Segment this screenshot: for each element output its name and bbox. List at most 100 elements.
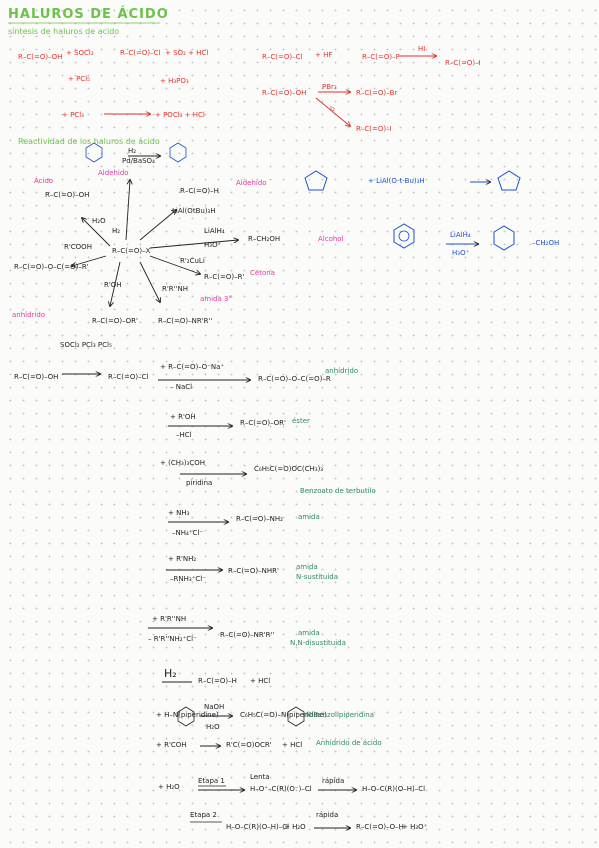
cyclo-reagent: + LiAl(O-t-Bu)₃H	[368, 177, 425, 185]
rxn2-below: piridina	[186, 479, 213, 487]
h2-reagent: H₂	[128, 147, 137, 155]
rxn8-extra: + HCl	[282, 741, 303, 749]
cuprate-reagent: R'₂CuLi	[180, 257, 205, 265]
synth-pocl3: + POCl₃ + HCl	[155, 111, 205, 119]
rxn8-label: Anhídrido de ácido	[316, 739, 382, 747]
rxn3-label: amida	[298, 513, 320, 521]
rxn2-product: C₆H₅C(=O)OC(CH₃)₃	[254, 465, 324, 473]
synth-byproduct: + SO₂ + HCl	[165, 49, 209, 57]
synth-start: R–C(=O)–OH	[18, 53, 63, 61]
rxn4-below: –RNH₃⁺Cl⁻	[170, 575, 206, 583]
roh-reagent: R'OH	[104, 281, 122, 289]
rxn7-below: H₂O	[206, 723, 220, 731]
rxn2-label: Benzoato de terbutilo	[300, 487, 376, 495]
hi-product: R–C(=O)–I	[445, 59, 481, 67]
synth-product: R–C(=O)–Cl	[120, 49, 161, 57]
benz-h3o: H₃O⁺	[452, 249, 470, 257]
mech-step1: Etapa 1	[198, 777, 225, 785]
aldehyde-formula: R–C(=O)–H	[180, 187, 219, 195]
acid-formula: R–C(=O)–OH	[45, 191, 90, 199]
ketone-label: Cetona	[250, 269, 275, 277]
lialh4-reagent: LiAlH₄	[204, 227, 225, 235]
mech-rapida: rápida	[322, 777, 345, 785]
section-subtitle: síntesis de haluros de acido	[8, 27, 120, 36]
rxn7-reagent: + H–N(piperidine)	[156, 711, 219, 719]
rxn1-product: R–C(=O)–OR'	[240, 419, 286, 427]
rxn0-mid: R–C(=O)–Cl	[108, 373, 149, 381]
amide3-formula: R–C(=O)–NR'R''	[158, 317, 213, 325]
rxn3-reagent: + NH₃	[168, 509, 190, 517]
pbr-reagent: PBr₃	[322, 83, 337, 91]
h3o-reagent: H₃O⁺	[204, 241, 222, 249]
mech-product1: H–O–C(R)(O–H)–Cl	[362, 785, 426, 793]
alcohol-formula: R–CH₂OH	[248, 235, 281, 243]
rxn0-reagent-top: SOCl₂ PCl₃ PCl₅	[60, 341, 112, 349]
rxn0-label: anhídrido	[325, 367, 359, 375]
rxn6-reagent: H₂	[164, 667, 177, 680]
mech-final: R–C(=O)–O–H	[356, 823, 404, 831]
rxn4-label2: N-sustituida	[296, 573, 339, 581]
rxn1-label: éster	[292, 417, 310, 425]
rxn1-reagent: + R'OH	[170, 413, 196, 421]
synth-h3po3: + H₃PO₃	[160, 77, 189, 85]
rxn3-below: –NH₄⁺Cl⁻	[172, 529, 204, 537]
mech-step2: Etapa 2	[190, 811, 217, 819]
aldehyde-top-label: Aldehido	[98, 169, 129, 177]
hf-arrow-label: HI	[418, 45, 426, 53]
i2-product: R–C(=O)–I	[356, 125, 392, 133]
pd-reagent: Pd/BaSO₄	[122, 157, 155, 165]
hf-start: R–C(=O)–Cl	[262, 53, 303, 61]
mech-intermediate: H–O⁺–C(R)(O⁻)–Cl	[250, 785, 312, 793]
mech-lenta: Lenta	[250, 773, 270, 781]
rxn0-start: R–C(=O)–OH	[14, 373, 59, 381]
rxn0-reagent: + R–C(=O)–O⁻Na⁺	[160, 363, 225, 371]
benz-product: –CH₂OH	[532, 239, 560, 247]
rxn2-reagent: + (CH₃)₃COH	[160, 459, 205, 467]
synth-pcl5: + PCl₅	[68, 75, 90, 83]
anhydride-formula: R–C(=O)–O–C(=O)–R'	[14, 263, 89, 271]
mech-water: + H₂O	[284, 823, 306, 831]
synth-pcl3: + PCl₃	[62, 111, 84, 119]
mech-hydronium: + H₃O⁺	[402, 823, 428, 831]
mech-start2: H–O–C(R)(O–H)–Cl	[226, 823, 290, 831]
pbr-start: R–C(=O)–OH	[262, 89, 307, 97]
mech-rapida2: rápida	[316, 811, 339, 819]
rxn3-product: R–C(=O)–NH₂	[236, 515, 283, 523]
rxn0-below: – NaCl	[170, 383, 193, 391]
rxn8-product: R'C(=O)OCR'	[226, 741, 272, 749]
rxn5-product: R–C(=O)–NR'R''	[220, 631, 275, 639]
rxn8-reagent: + R'COH	[156, 741, 187, 749]
hf-product: R–C(=O)–F	[362, 53, 400, 61]
reactivity-heading: Reactividad de los haluros de ácido	[18, 137, 160, 146]
rcooh-reagent: R'COOH	[64, 243, 92, 251]
mech-reagent: + H₂O	[158, 783, 180, 791]
rxn5-reagent: + R'R''NH	[152, 615, 187, 623]
synth-socl2: + SOCl₂	[66, 49, 94, 57]
rxn4-reagent: + R'NH₂	[168, 555, 197, 563]
h2-pd-label: H₂	[112, 227, 121, 235]
rxn6-extra: + HCl	[250, 677, 271, 685]
rxn0-product: R–C(=O)–O–C(=O)–R	[258, 375, 331, 383]
rxn5-label: amida	[298, 629, 320, 637]
acid-label: Ácido	[34, 177, 54, 185]
ketone-formula: R–C(=O)–R'	[204, 273, 245, 281]
ester-formula: R–C(=O)–OR'	[92, 317, 138, 325]
amide3-label: amida 3°	[200, 295, 232, 303]
i2-reagent: I₂	[330, 105, 335, 113]
alcohol-label: Alcohol	[318, 235, 344, 243]
page-title: HALUROS DE ÁCIDO	[8, 7, 169, 22]
rxn7-arrow-top: NaOH	[204, 703, 225, 711]
rxn1-below: –HCl	[176, 431, 192, 439]
benz-lialh4: LiAlH₄	[450, 231, 471, 239]
lialh-reagent: LiAl(OtBu)₃H	[172, 207, 216, 215]
amine-reagent: R'R''NH	[162, 285, 189, 293]
rxn4-product: R–C(=O)–NHR'	[228, 567, 279, 575]
rxn6-product: R–C(=O)–H	[198, 677, 237, 685]
rxn4-label: amida	[296, 563, 318, 571]
pbr-product: R–C(=O)–Br	[356, 89, 398, 97]
water-reagent: H₂O	[92, 217, 106, 225]
rxn5-below: – R'R''NH₂⁺Cl⁻	[148, 635, 197, 643]
rxn7-label: N-Benzoilpiperidina	[306, 711, 374, 719]
